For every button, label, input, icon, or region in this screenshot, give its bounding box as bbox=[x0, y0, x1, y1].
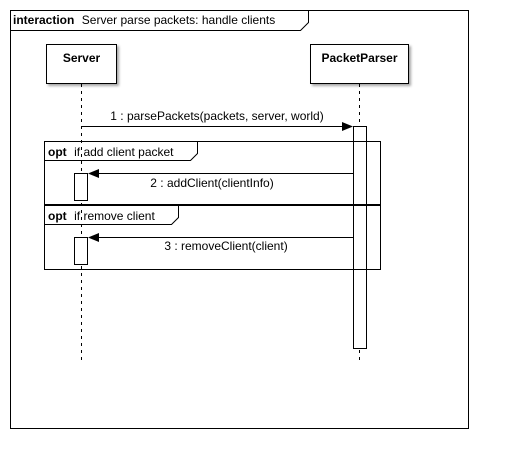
lifeline-server[interactable]: Server bbox=[46, 44, 117, 365]
activation-bar-server-remove bbox=[74, 237, 88, 265]
message-label: 2 : addClient(clientInfo) bbox=[150, 176, 273, 190]
lifeline-label-server: Server bbox=[63, 51, 101, 65]
interaction-title: Server parse packets: handle clients bbox=[82, 13, 275, 27]
fragment-guard: if remove client bbox=[74, 209, 155, 223]
svg-text:interaction Server parse: interaction Server parse packets: handle… bbox=[13, 11, 275, 28]
message-label: 3 : removeClient(client) bbox=[164, 239, 287, 253]
svg-text:opt if add client packet: opt if add client packet bbox=[48, 143, 174, 160]
lifeline-label-packet-parser: PacketParser bbox=[321, 51, 397, 65]
message-parse-packets[interactable]: 1 : parsePackets(packets, server, world) bbox=[81, 109, 354, 131]
interaction-keyword: interaction bbox=[13, 13, 74, 27]
interaction-frame: interaction Server parse packets: handle… bbox=[10, 10, 469, 429]
activation-bar-packet-parser bbox=[353, 126, 367, 349]
fragment-opt-add-client: opt if add client packet bbox=[44, 141, 381, 205]
message-add-client[interactable]: 2 : addClient(clientInfo) bbox=[88, 169, 354, 190]
svg-text:opt if remove client: opt if remove client bbox=[48, 207, 155, 224]
activation-bar-server-add bbox=[74, 173, 88, 201]
fragment-operator: opt bbox=[48, 209, 67, 223]
fragment-guard: if add client packet bbox=[74, 145, 174, 159]
message-label: 1 : parsePackets(packets, server, world) bbox=[110, 109, 323, 123]
message-remove-client[interactable]: 3 : removeClient(client) bbox=[88, 233, 354, 253]
fragment-operator: opt bbox=[48, 145, 67, 159]
fragment-opt-remove-client: opt if remove client bbox=[44, 205, 381, 270]
